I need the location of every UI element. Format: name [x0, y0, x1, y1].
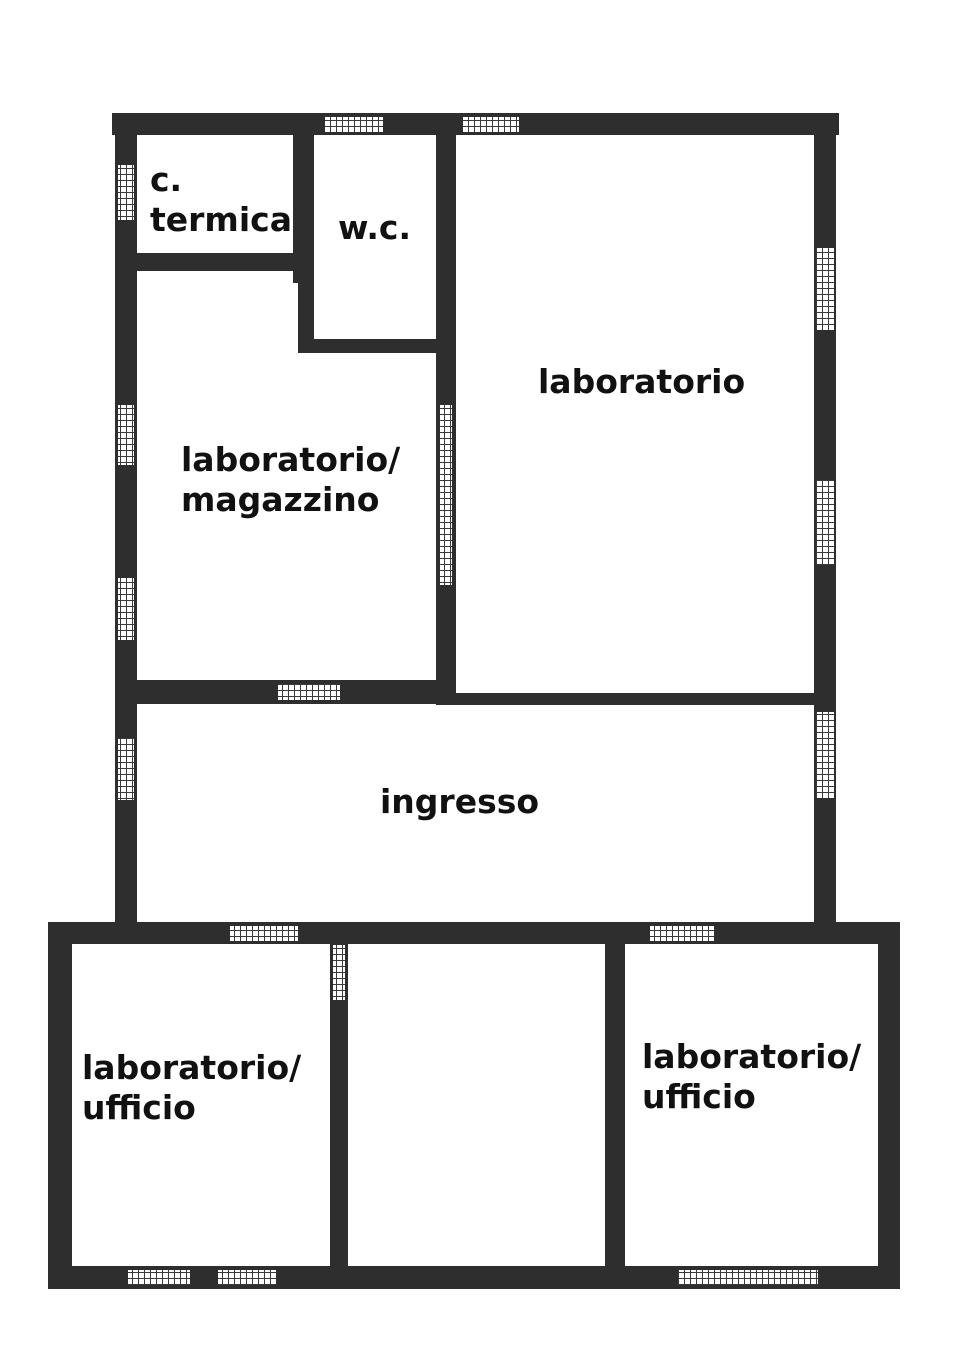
room-label-line: laboratorio/	[642, 1037, 862, 1076]
room-label-laboratorio-magazzino: laboratorio/ magazzino	[181, 440, 400, 520]
wall-wc-bottom	[298, 339, 453, 353]
wall-lower-top	[48, 922, 900, 944]
room-label-centrale-termica: c. termica	[150, 160, 292, 240]
room-label-laboratorio-ufficio-left: laboratorio/ ufficio	[82, 1048, 301, 1128]
window-lower-bottom-3	[678, 1270, 818, 1285]
window-lower-bottom-2	[218, 1270, 276, 1285]
room-label-line: laboratorio/	[181, 440, 401, 479]
window-lower-partition	[333, 945, 345, 1000]
room-label-laboratorio-ufficio-right: laboratorio/ ufficio	[642, 1037, 861, 1117]
room-label-line: magazzino	[181, 480, 380, 519]
wall-laboratorio-bottom	[454, 693, 816, 705]
wall-lower-right	[878, 922, 900, 1289]
window-lower-top-2	[650, 926, 714, 941]
window-lower-top-1	[230, 926, 298, 941]
window-central-vertical	[440, 405, 452, 585]
window-left-3	[118, 578, 134, 640]
room-label-line: ingresso	[380, 782, 540, 821]
window-right-3	[816, 712, 834, 798]
window-left-1	[118, 165, 134, 220]
window-left-2	[118, 405, 134, 465]
room-label-line: termica	[150, 200, 292, 239]
wall-lower-partition-left	[330, 942, 348, 1272]
room-label-line: c.	[150, 160, 183, 199]
window-right-2	[816, 480, 834, 565]
room-label-laboratorio: laboratorio	[538, 362, 745, 402]
window-lower-bottom-1	[128, 1270, 190, 1285]
wall-termica-bottom	[135, 253, 311, 271]
window-top-1	[325, 117, 383, 132]
room-label-line: laboratorio/	[82, 1048, 302, 1087]
room-label-line: w.c.	[338, 208, 412, 247]
room-label-line: laboratorio	[538, 362, 746, 401]
room-label-line: ufficio	[642, 1077, 756, 1116]
window-left-4	[118, 738, 134, 800]
wall-wc-left	[298, 133, 314, 351]
window-magazzino-bottom	[278, 684, 340, 700]
room-label-wc: w.c.	[338, 208, 411, 248]
room-label-ingresso: ingresso	[380, 782, 539, 822]
room-label-line: ufficio	[82, 1088, 196, 1127]
wall-lower-partition-right	[605, 942, 625, 1272]
wall-upper-left	[115, 113, 137, 928]
wall-lower-left	[48, 922, 72, 1289]
window-right-1	[816, 248, 834, 330]
window-top-2	[463, 117, 519, 132]
windows	[118, 117, 834, 1285]
